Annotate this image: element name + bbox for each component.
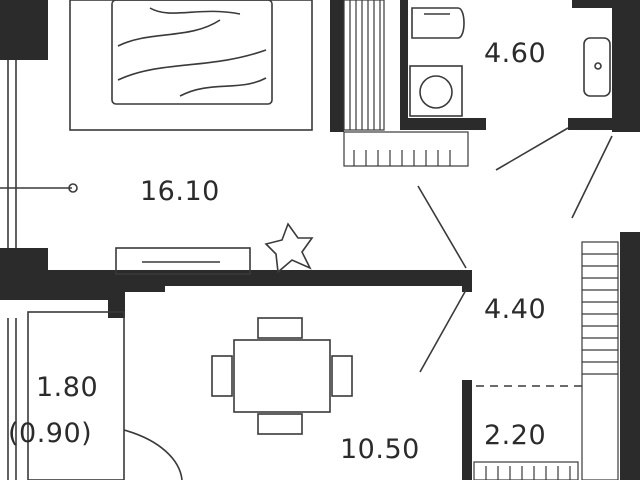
wall-left-lower bbox=[0, 248, 48, 278]
wall-right-column bbox=[612, 0, 640, 132]
door-swing-bathroom bbox=[495, 127, 569, 171]
room-area-balcony: 1.80 bbox=[36, 372, 99, 403]
bed-frame bbox=[69, 0, 313, 131]
wall-bathroom-bottom bbox=[400, 118, 486, 130]
chair-right bbox=[331, 355, 353, 397]
dining-table bbox=[233, 339, 331, 413]
wall-bathroom-inner bbox=[400, 0, 408, 118]
plant bbox=[264, 222, 314, 274]
wall-left-upper bbox=[0, 0, 48, 60]
wall-right-stub bbox=[568, 118, 618, 130]
chair-bottom bbox=[257, 413, 303, 435]
wall-bathroom-left bbox=[330, 0, 344, 132]
wardrobe-top bbox=[343, 0, 385, 131]
hatched-fixtures bbox=[343, 0, 619, 480]
balcony-frame bbox=[27, 311, 125, 480]
door-swing-hallway bbox=[419, 289, 467, 373]
bed-sheet-folds bbox=[117, 7, 267, 97]
toilet bbox=[411, 7, 465, 39]
room-area-bedroom: 16.10 bbox=[140, 176, 220, 207]
chair-left bbox=[211, 355, 233, 397]
room-area-bathroom: 4.60 bbox=[484, 38, 547, 69]
room-area-storage: 2.20 bbox=[484, 420, 547, 451]
light-fixture bbox=[68, 183, 78, 193]
sink bbox=[583, 37, 611, 97]
wall-storage-left bbox=[462, 380, 472, 480]
wall-right-top bbox=[572, 0, 612, 8]
tv-stand bbox=[115, 247, 251, 275]
wardrobe-shelf-hatch bbox=[353, 150, 451, 166]
room-area-kitchen-living: 10.50 bbox=[340, 434, 420, 465]
room-area-hallway: 4.40 bbox=[484, 294, 547, 325]
chair-top bbox=[257, 317, 303, 339]
door-swing-bedroom bbox=[417, 185, 467, 269]
door-swing-bath-2 bbox=[571, 135, 613, 219]
room-area-balcony-reduced: (0.90) bbox=[8, 418, 93, 449]
wardrobe-top-hatch bbox=[349, 0, 381, 130]
washing-machine bbox=[409, 65, 463, 117]
balcony-door-arc bbox=[123, 429, 183, 480]
thin-lines bbox=[0, 0, 613, 480]
storage-shelf-hatch bbox=[485, 466, 571, 480]
sink-drain bbox=[594, 62, 602, 70]
bed-mattress bbox=[111, 0, 273, 105]
wall-right-lower bbox=[620, 232, 640, 480]
storage-shelf bbox=[473, 461, 579, 480]
washing-machine-drum bbox=[419, 75, 453, 109]
hallway-wardrobe-hatch bbox=[582, 253, 618, 375]
wardrobe-shelf bbox=[343, 131, 469, 167]
wall-partition-horizontal bbox=[0, 270, 470, 318]
wall-door-jamb bbox=[462, 270, 472, 292]
hallway-wardrobe bbox=[581, 241, 619, 480]
